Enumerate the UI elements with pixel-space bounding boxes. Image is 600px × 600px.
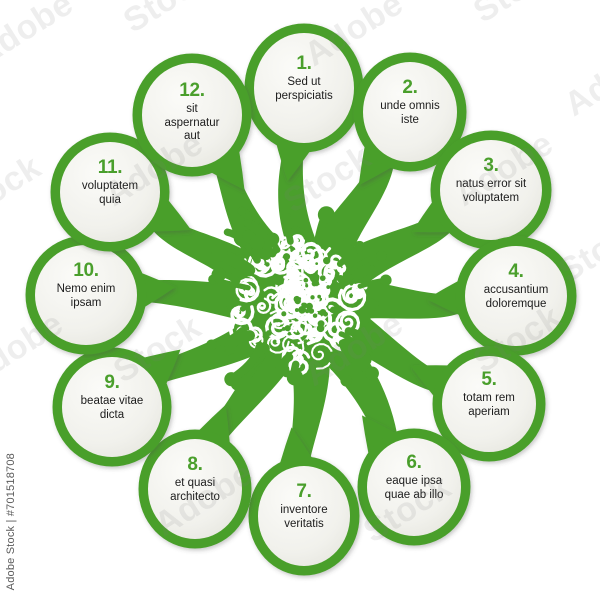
core-dot — [323, 311, 328, 317]
core-dot — [319, 275, 326, 281]
bubble-face-2 — [363, 62, 457, 162]
core-dot — [289, 319, 292, 323]
core-dot — [310, 295, 315, 300]
core-tendril-tip — [340, 374, 352, 387]
core-dot — [312, 313, 318, 318]
core-dot — [283, 253, 291, 261]
core-dot — [305, 308, 310, 314]
core-dot — [265, 262, 270, 267]
core-dot — [317, 320, 325, 328]
core-swirl — [264, 313, 290, 340]
core-swirl — [320, 319, 346, 343]
core-dot — [239, 305, 246, 312]
bubble-face-6 — [367, 438, 461, 536]
bubble-face-3 — [440, 140, 542, 240]
core-tendril-tip — [329, 361, 340, 372]
core-tendril-tip — [211, 267, 226, 283]
core-tendril-tip — [331, 221, 349, 239]
core-dot — [275, 280, 281, 286]
core-dot — [314, 274, 320, 280]
core-tendril-tip — [380, 274, 392, 286]
core-tendril-tip — [224, 345, 234, 355]
core-swirl — [337, 283, 367, 312]
bubble-face-11 — [60, 142, 160, 242]
bubble-face-5 — [442, 356, 536, 452]
core-tendril-tip — [237, 206, 247, 216]
core-swirl — [281, 279, 301, 303]
core-swirl — [282, 334, 305, 360]
core-dot — [315, 262, 319, 265]
core-dot — [329, 306, 337, 314]
core-dot — [309, 304, 313, 308]
core-dot — [265, 330, 272, 337]
core-dot — [303, 339, 308, 344]
core-dot — [284, 325, 291, 332]
core-swirl — [315, 283, 331, 298]
core-swirl — [306, 292, 320, 306]
bubble-face-1 — [254, 33, 354, 143]
core-swirl — [256, 297, 272, 314]
core-dot — [297, 297, 302, 301]
core-tendril-tip — [211, 244, 229, 262]
core-dot — [308, 308, 315, 314]
core-swirl — [270, 249, 293, 275]
core-swirl — [351, 283, 368, 300]
core-dot — [326, 285, 331, 289]
core-dot — [301, 302, 308, 309]
core-swirl — [263, 286, 281, 304]
bubble-face-7 — [258, 466, 350, 566]
core-dot — [323, 257, 331, 265]
core-dot — [305, 284, 309, 288]
core-dot — [303, 277, 309, 283]
core-tendril-tip — [365, 366, 379, 381]
core-swirl — [336, 263, 347, 274]
core-tendril-tip — [249, 235, 265, 250]
core-swirl — [317, 259, 339, 283]
core-dot — [281, 311, 287, 317]
core-tendril-tip — [371, 343, 382, 355]
core-tendril-tip — [281, 212, 292, 222]
core-dot — [349, 281, 354, 286]
bubble-face-4 — [465, 246, 567, 346]
bubble-face-10 — [35, 245, 137, 345]
core-tendril-tip — [223, 228, 231, 236]
core-swirl — [230, 305, 255, 326]
core-tendril-tip — [206, 339, 218, 351]
core-dot — [311, 280, 318, 287]
core-tendril-tip — [376, 250, 387, 262]
core-swirl — [335, 310, 361, 336]
core-dot — [317, 294, 322, 299]
core-tendril-tip — [354, 240, 365, 252]
core-swirl — [289, 247, 307, 270]
core-dot — [294, 308, 299, 312]
core-tendril-tip — [286, 369, 304, 386]
core-tendril-tip — [244, 219, 252, 228]
bubble-group — [25, 23, 577, 576]
core-dot — [281, 327, 286, 331]
core-tendril-tip — [368, 264, 376, 272]
core-tendril-tip — [224, 372, 239, 387]
core-tendril-tip — [317, 206, 335, 224]
bubble-face-12 — [142, 63, 242, 167]
core-swirl — [235, 278, 260, 303]
core-dot — [336, 275, 345, 283]
bubble-face-8 — [148, 439, 242, 539]
bubble-face-9 — [62, 357, 162, 457]
